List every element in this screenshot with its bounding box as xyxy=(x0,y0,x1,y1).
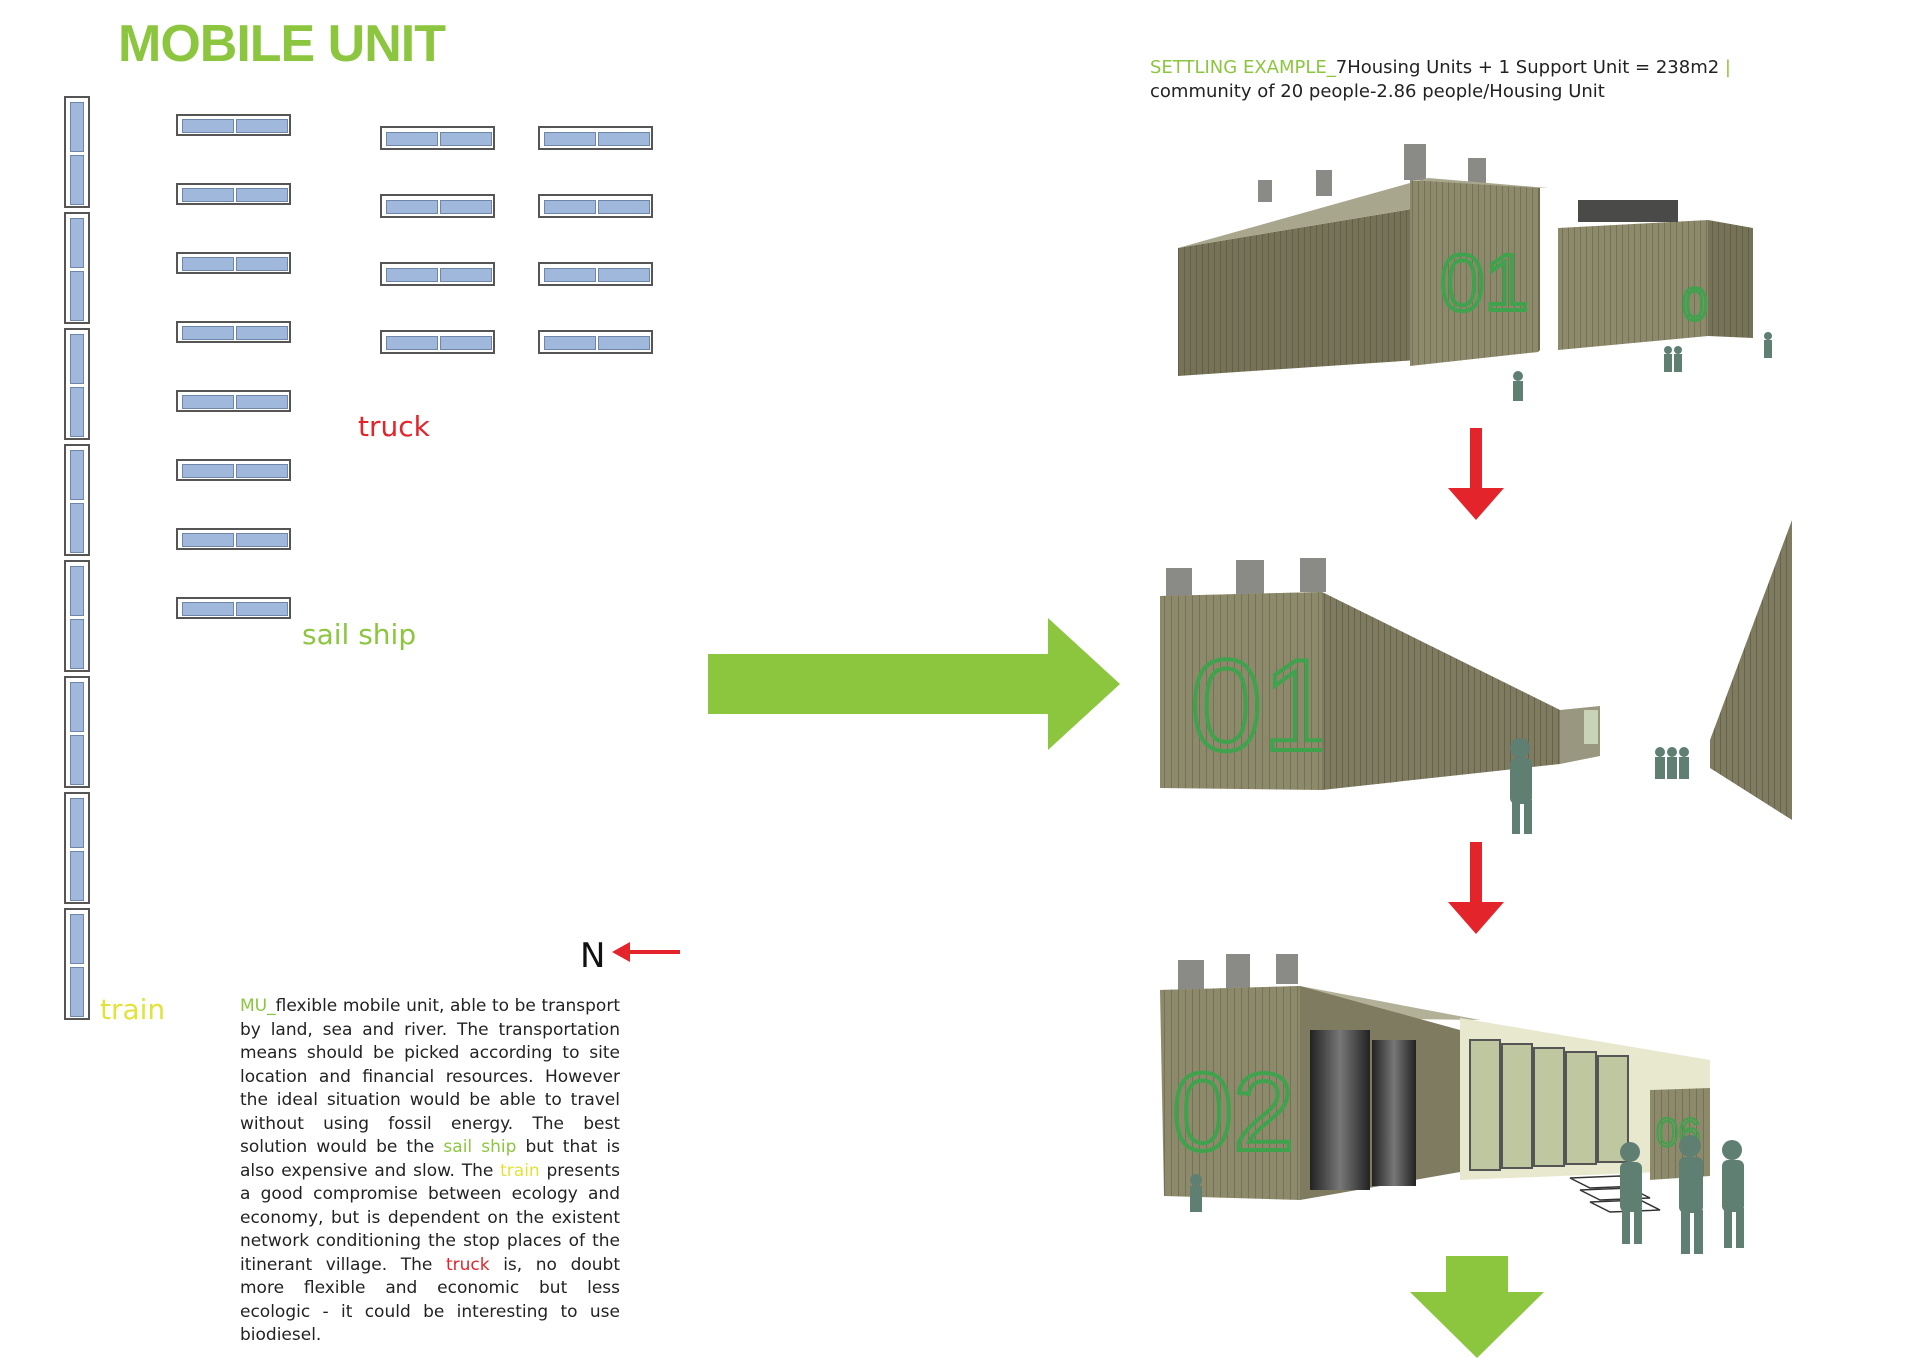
description-part3: presents a good compromise between ecolo… xyxy=(240,1160,620,1275)
settling-separator: | xyxy=(1724,57,1731,78)
ship-unit xyxy=(176,252,291,274)
ship-unit xyxy=(176,459,291,481)
ship-unit xyxy=(176,528,291,550)
ship-unit xyxy=(176,321,291,343)
settling-text-1: 7Housing Units + 1 Support Unit = 238m2 xyxy=(1335,57,1725,78)
truck-unit xyxy=(380,262,495,286)
truck-unit xyxy=(538,330,653,354)
description-part1: flexible mobile unit, able to be transpo… xyxy=(240,996,620,1157)
description-part4: is, no doubt more flexible and economic … xyxy=(240,1254,620,1346)
ship-unit xyxy=(176,390,291,412)
page-title: MOBILE UNIT xyxy=(118,15,446,73)
north-label: N xyxy=(580,936,606,976)
train-stack xyxy=(64,96,90,1026)
train-unit xyxy=(64,676,90,788)
description-train: train xyxy=(500,1160,540,1181)
red-down-arrow-icon xyxy=(1448,428,1504,520)
ship-unit xyxy=(176,183,291,205)
truck-unit xyxy=(380,194,495,218)
red-down-arrow-icon xyxy=(1448,842,1504,934)
sail-ship-stack xyxy=(176,114,291,624)
settling-example: SETTLING EXAMPLE_7Housing Units + 1 Supp… xyxy=(1150,56,1800,104)
north-arrow-icon xyxy=(612,942,680,962)
truck-unit xyxy=(538,262,653,286)
description-sail-ship: sail ship xyxy=(443,1137,517,1157)
truck-grid xyxy=(380,126,653,366)
render-settlement-overview: 01 02 xyxy=(1178,144,1772,401)
train-unit xyxy=(64,328,90,440)
ship-unit xyxy=(176,597,291,619)
description-part2: but that is also expensive and slow. The xyxy=(240,1137,620,1181)
train-label: train xyxy=(100,993,166,1026)
description-truck: truck xyxy=(445,1254,490,1275)
settling-prefix: SETTLING EXAMPLE_ xyxy=(1150,57,1336,78)
green-down-arrow-icon xyxy=(1410,1256,1544,1358)
truck-unit xyxy=(380,330,495,354)
render-unit-number: 01 xyxy=(1190,632,1335,778)
settling-text-2: community of 20 people-2.86 people/Housi… xyxy=(1150,81,1605,102)
render-unit-number: 02 xyxy=(1172,1051,1294,1174)
description-prefix: MU_ xyxy=(240,996,276,1016)
truck-unit xyxy=(538,126,653,150)
render-unit-number: 01 xyxy=(1440,238,1529,327)
truck-unit xyxy=(380,126,495,150)
train-unit xyxy=(64,908,90,1020)
train-unit xyxy=(64,96,90,208)
sail-ship-label: sail ship xyxy=(302,618,417,651)
truck-unit xyxy=(538,194,653,218)
truck-label: truck xyxy=(358,410,430,443)
train-unit xyxy=(64,212,90,324)
big-green-arrow-icon xyxy=(708,618,1120,750)
description: MU_flexible mobile unit, able to be tran… xyxy=(240,995,620,1348)
train-unit xyxy=(64,792,90,904)
ship-unit xyxy=(176,114,291,136)
train-unit xyxy=(64,444,90,556)
render-support-unit: 02 06 xyxy=(1160,954,1744,1254)
train-unit xyxy=(64,560,90,672)
render-street-perspective: 01 xyxy=(1160,520,1792,834)
